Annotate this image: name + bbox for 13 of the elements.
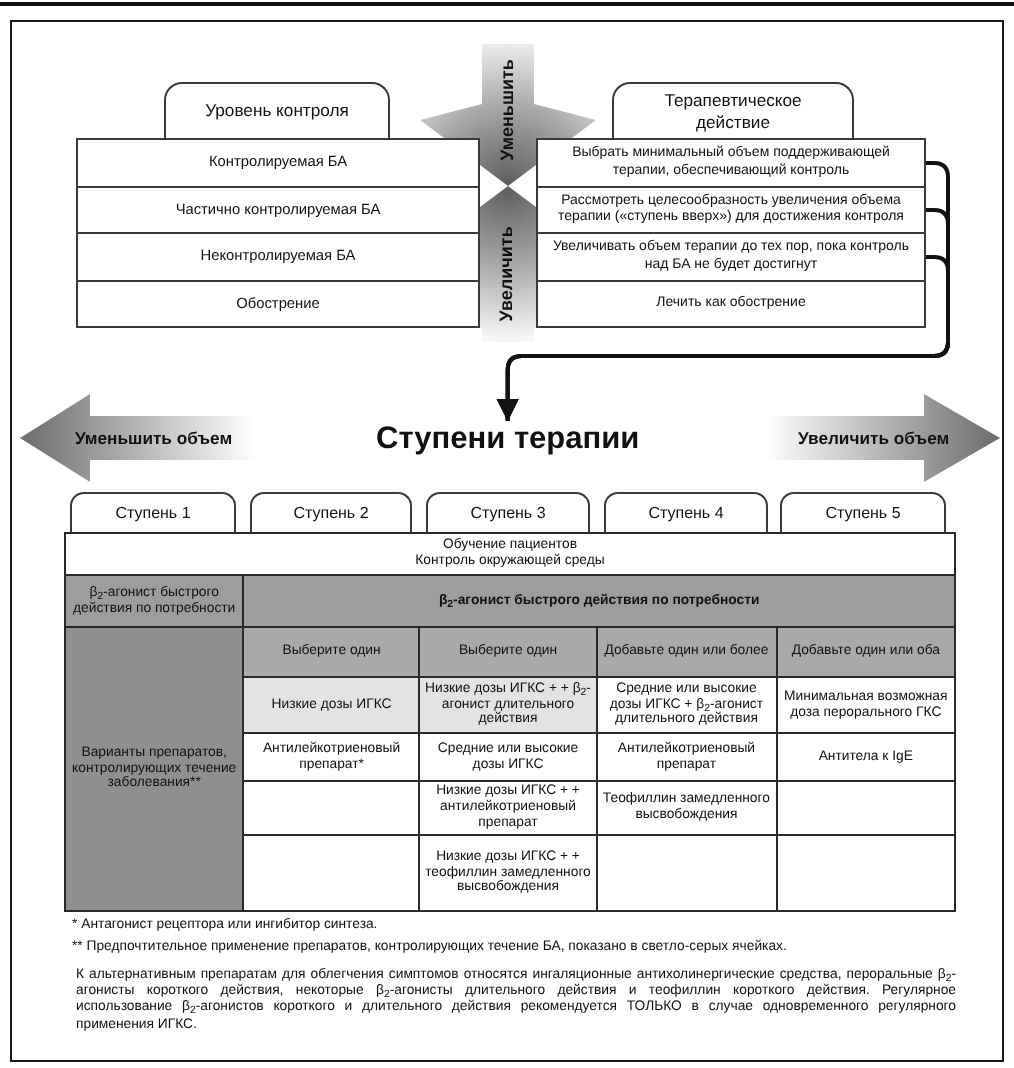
arrow-label: Увеличить объем	[798, 429, 950, 448]
heading: Ступени терапии	[376, 421, 640, 456]
header-tab: Терапевтическое действие	[612, 82, 854, 138]
step-tab: Ступень 4	[604, 492, 768, 532]
arrow-label: Увеличить	[497, 226, 518, 322]
arrow-label: Уменьшить объем	[75, 429, 233, 448]
header-tab: Уровень контроля	[164, 82, 390, 138]
connector-arrow	[496, 255, 950, 421]
step-tab: Ступень 3	[426, 492, 590, 532]
step-tab: Ступень 1	[70, 492, 236, 532]
arrow-label: Уменьшить	[497, 59, 518, 161]
step-tab: Ступень 5	[780, 492, 946, 532]
step-tab: Ступень 2	[250, 492, 412, 532]
